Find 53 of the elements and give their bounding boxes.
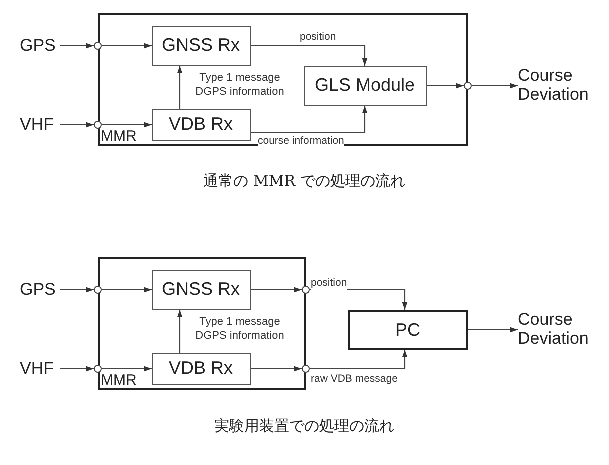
- edge-label: course information: [258, 135, 344, 148]
- unit-label: MMR: [101, 129, 137, 144]
- port-circle: [464, 82, 472, 90]
- arrow: [60, 122, 94, 128]
- module-box: [152, 352, 250, 384]
- arrow: [472, 83, 518, 89]
- module-box: [152, 108, 250, 140]
- unit-label: MMR: [101, 373, 137, 388]
- arrow: [310, 350, 408, 370]
- edge-label: position: [311, 277, 348, 290]
- block-label: PC: [395, 320, 420, 340]
- arrow: [60, 366, 94, 372]
- signal-label: VHF: [20, 113, 60, 137]
- port-circle: [94, 365, 102, 373]
- arrow: [60, 43, 94, 49]
- arrow: [251, 106, 368, 134]
- arrow: [177, 66, 183, 109]
- output-label: Course Deviation: [518, 310, 598, 350]
- signal-label: GPS: [20, 34, 60, 58]
- edge-label: position: [300, 31, 336, 44]
- receiver-unit-frame: [98, 257, 306, 390]
- signal-label: GPS: [20, 278, 60, 302]
- block-label: GNSS Rx: [162, 279, 240, 300]
- block-label: VDB Rx: [168, 114, 233, 135]
- edge-label: raw VDB message: [311, 373, 398, 386]
- arrow: [310, 289, 408, 310]
- arrow: [102, 287, 152, 293]
- output-label: Course Deviation: [518, 66, 598, 106]
- arrow: [102, 122, 152, 128]
- port-circle: [302, 286, 310, 294]
- block-label: VDB Rx: [168, 358, 233, 379]
- arrow: [102, 43, 152, 49]
- arrow: [427, 83, 464, 89]
- block-label: GLS Module: [314, 75, 416, 96]
- module-box: [304, 66, 426, 106]
- signal-label: VHF: [20, 357, 60, 381]
- arrow: [251, 287, 302, 293]
- module-box: [152, 26, 250, 66]
- arrow: [251, 366, 302, 372]
- arrow: [177, 310, 183, 353]
- computer-box: [348, 310, 468, 350]
- caption: 通常の MMR での処理の流れ: [202, 172, 406, 191]
- arrow: [60, 287, 94, 293]
- port-circle: [302, 365, 310, 373]
- port-circle: [94, 42, 102, 50]
- block-label: GNSS Rx: [162, 35, 240, 56]
- caption: 実験用装置での処理の流れ: [214, 417, 396, 436]
- port-circle: [94, 286, 102, 294]
- port-circle: [94, 121, 102, 129]
- arrow: [468, 327, 518, 333]
- module-box: [152, 270, 250, 310]
- arrow: [102, 366, 152, 372]
- arrow: [251, 45, 368, 66]
